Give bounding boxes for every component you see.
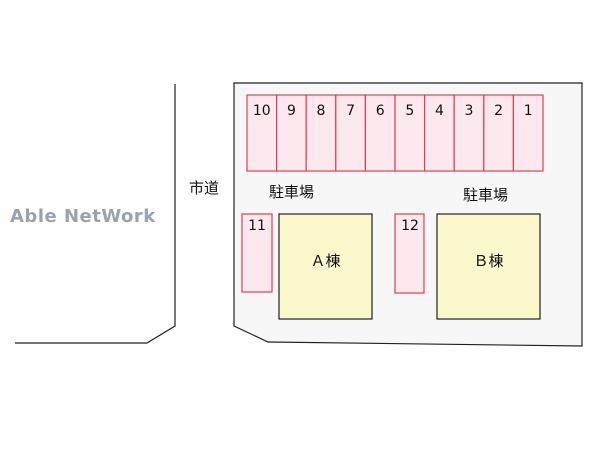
parking-space-number: 5: [405, 103, 414, 119]
parking-space-number: 11: [248, 218, 266, 234]
road-boundary-line: [15, 84, 176, 344]
top-parking-row: 10 9 8 7 6 5 4 3 2 1: [246, 94, 544, 172]
parking-space-number: 12: [401, 218, 419, 234]
parking-space-number: 3: [465, 103, 474, 119]
building-a: Ａ棟: [278, 213, 373, 320]
building-b: Ｂ棟: [436, 213, 541, 320]
parking-space-8: 8: [305, 94, 337, 172]
parking-space-number: 8: [317, 103, 326, 119]
parking-space-1: 1: [512, 94, 544, 172]
parking-space-number: 4: [435, 103, 444, 119]
road-label: 市道: [189, 179, 220, 197]
parking-label-right: 駐車場: [463, 186, 509, 204]
parking-space-3: 3: [453, 94, 485, 172]
parking-space-number: 7: [346, 103, 355, 119]
parking-space-number: 6: [376, 103, 385, 119]
parking-space-4: 4: [424, 94, 455, 172]
parking-space-number: 1: [524, 103, 533, 119]
parking-label-left: 駐車場: [269, 183, 315, 201]
parking-space-9: 9: [276, 94, 307, 172]
parking-space-number: 2: [494, 103, 503, 119]
parking-space-2: 2: [483, 94, 514, 172]
parking-space-5: 5: [394, 94, 426, 172]
parking-space-6: 6: [364, 94, 396, 172]
building-a-label: Ａ棟: [310, 252, 340, 270]
parking-space-11: 11: [241, 213, 273, 293]
watermark-text: Able NetWork: [10, 206, 156, 227]
parking-space-10: 10: [246, 94, 278, 172]
parking-space-number: 10: [253, 103, 271, 119]
building-b-label: Ｂ棟: [473, 252, 503, 270]
parking-space-number: 9: [287, 103, 296, 119]
parking-space-12: 12: [394, 213, 425, 294]
parking-space-7: 7: [335, 94, 366, 172]
